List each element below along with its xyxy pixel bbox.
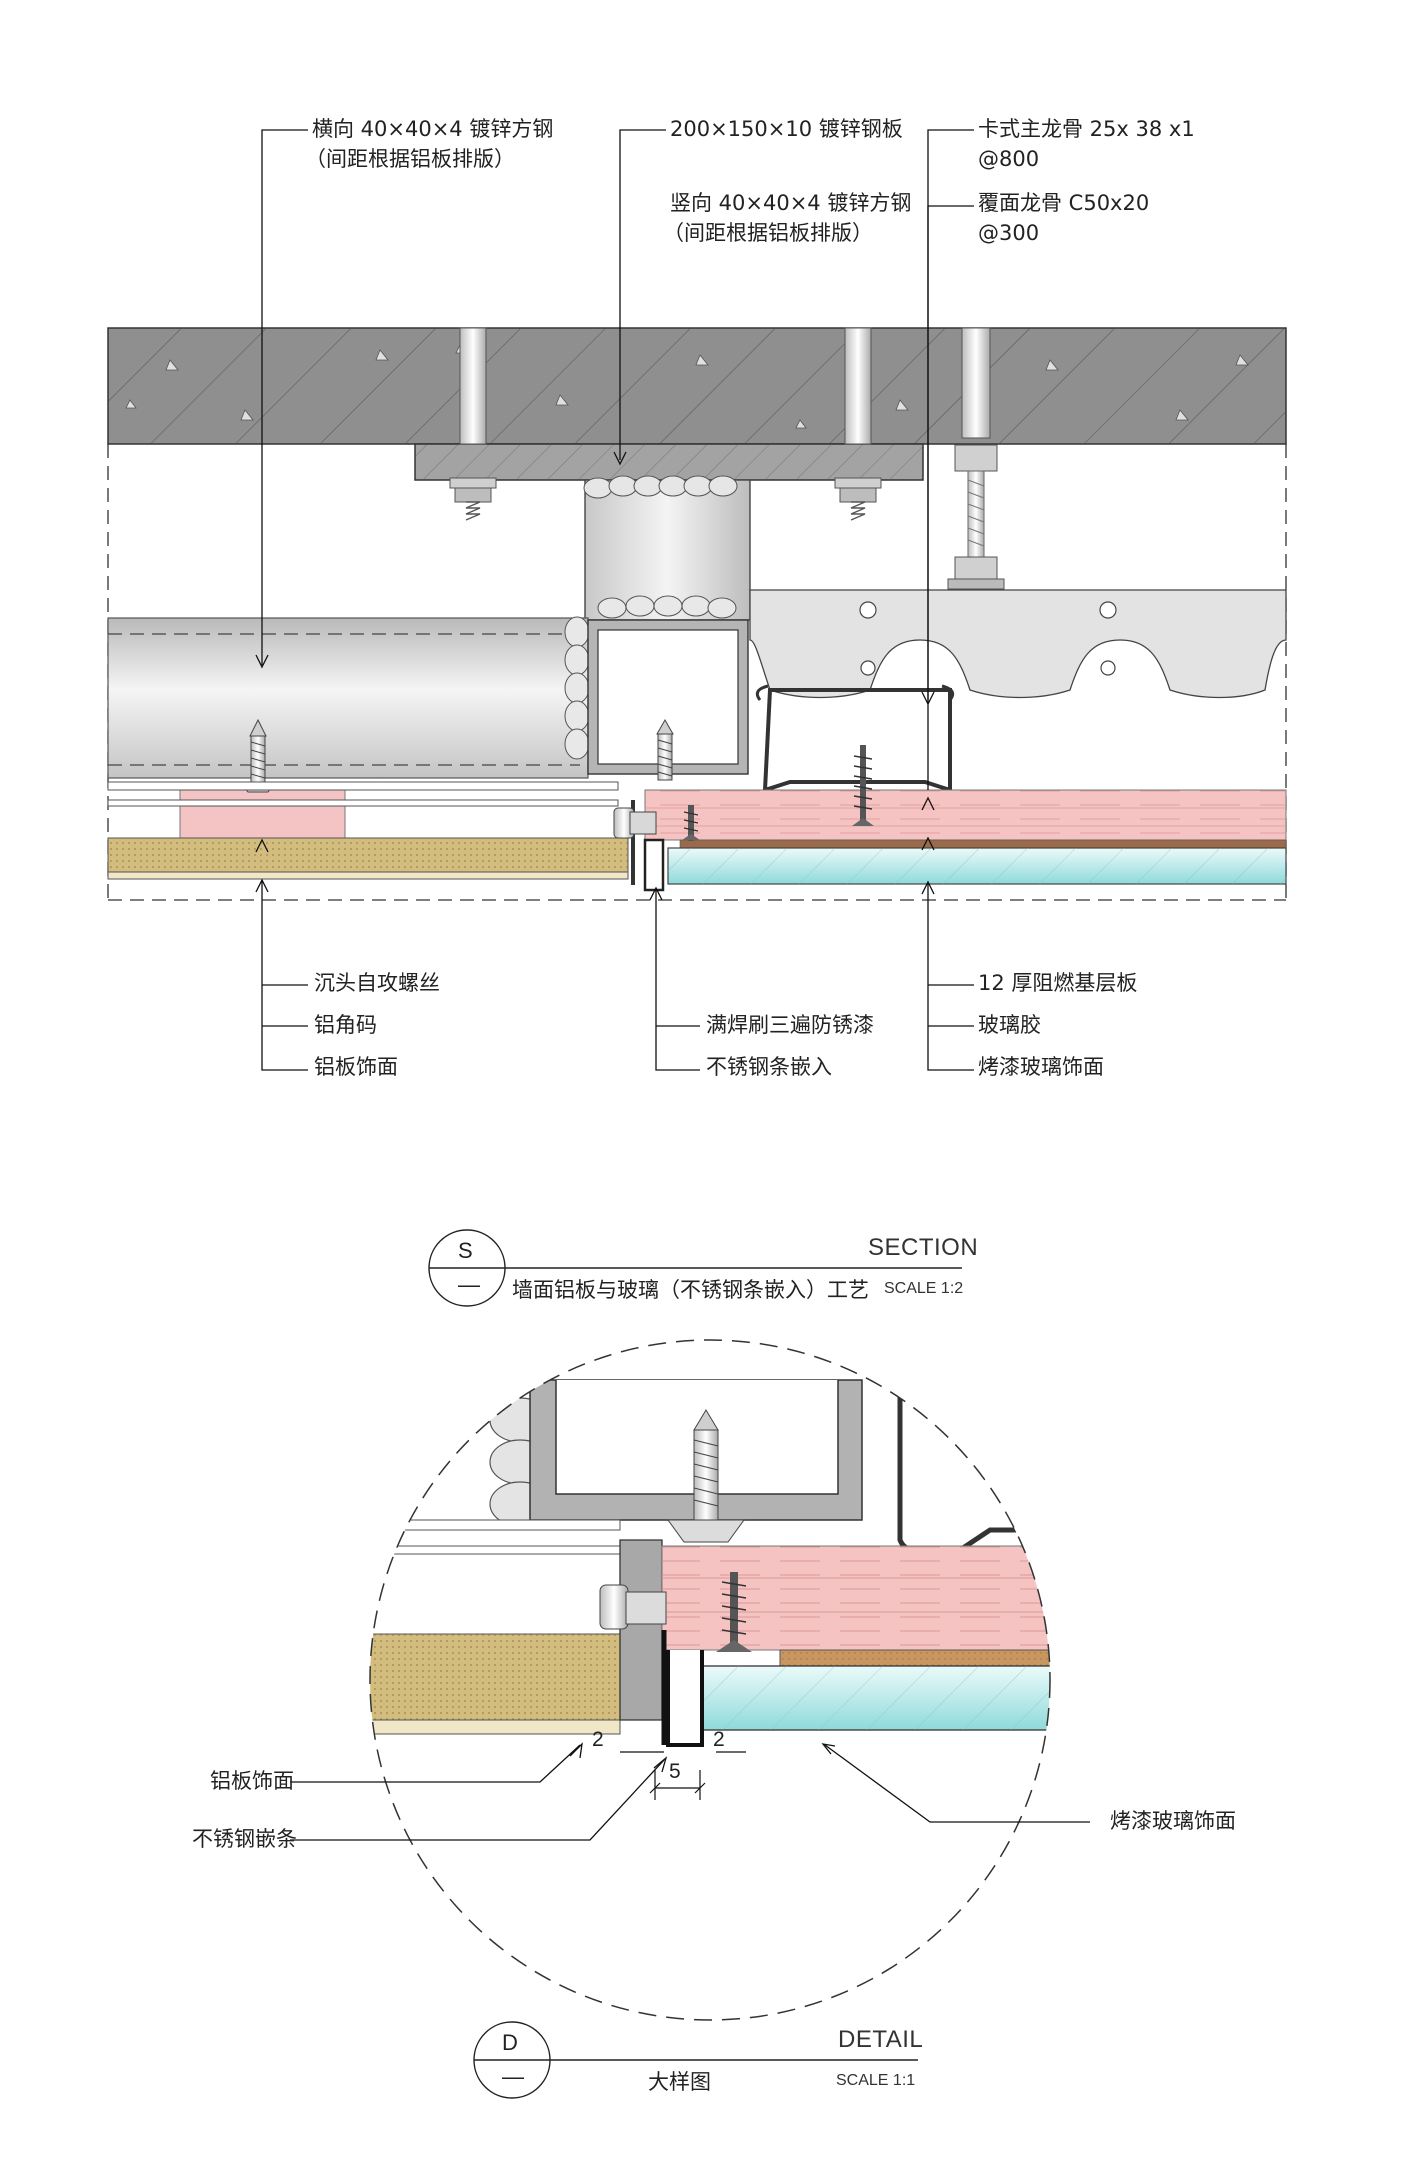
leader-lines-top [255,129,974,790]
label-weld-paint: 满焊刷三遍防锈漆 [706,1013,874,1037]
section-title-block [428,1229,962,1307]
detail-drawing [290,1339,1090,2021]
detail-label-lacquered-glass: 烤漆玻璃饰面 [1110,1809,1236,1833]
label-glass-glue: 玻璃胶 [978,1013,1041,1037]
detail-title-cn: 大样图 [648,2070,711,2094]
detail-title-en: DETAIL [838,2026,924,2053]
label-cover-runner: 覆面龙骨 C50x20 [978,191,1150,215]
detail-symbol-sub: — [502,2064,524,2089]
label-fire-board: 12 厚阻燃基层板 [978,971,1138,995]
label-stainless-embed: 不锈钢条嵌入 [706,1055,832,1079]
detail-label-aluminum-panel: 铝板饰面 [210,1769,294,1793]
bolt-head [613,807,657,839]
detail-label-stainless-strip: 不锈钢嵌条 [192,1827,297,1851]
main-runner [749,589,1287,699]
cover-runner [762,688,952,793]
glass-glue [679,839,1287,849]
dim-gap-left: 2 [592,1728,604,1751]
detail-symbol-letter: D [502,2030,518,2055]
section-scale: SCALE 1:2 [884,1280,964,1297]
expansion-anchor [834,327,882,521]
horizontal-steel-tube [107,617,589,779]
label-main-runner-spacing: @800 [978,147,1040,171]
label-main-runner: 卡式主龙骨 25x 38 x1 [978,117,1195,141]
label-steel-plate: 200×150×10 镀锌钢板 [670,117,903,141]
label-cover-runner-spacing: @300 [978,221,1040,245]
drill-screw [656,718,674,781]
section-symbol-sub: — [458,1272,480,1297]
label-aluminum-bracket: 铝角码 [314,1013,377,1037]
label-horizontal-steel: 横向 40×40×4 镀锌方钢 [312,117,554,141]
wood-screw [682,805,700,841]
detail-circle [369,1339,1051,2021]
dim-gap-right: 2 [713,1728,725,1751]
section-title-en: SECTION [868,1234,979,1261]
label-aluminum-panel: 铝板饰面 [314,1055,398,1079]
label-vertical-steel-note: （间距根据铝板排版） [663,221,873,245]
wood-screw [852,745,874,826]
detail-scale: SCALE 1:1 [836,2072,916,2089]
dimension-marks [620,1751,746,1800]
leader-lines-bottom [255,796,974,1071]
label-lacquered-glass: 烤漆玻璃饰面 [978,1055,1104,1079]
expansion-anchor [449,327,497,521]
stainless-strip-detail [666,1650,704,1747]
label-vertical-steel: 竖向 40×40×4 镀锌方钢 [670,191,912,215]
hanger-bolt [947,327,1005,590]
section-symbol-letter: S [458,1238,473,1263]
detail-title-block [473,2021,918,2099]
dim-strip-width: 5 [669,1760,681,1783]
detail-leaders [290,1742,1090,1841]
label-countersunk-screw: 沉头自攻螺丝 [314,971,440,995]
label-horizontal-steel-note: （间距根据铝板排版） [305,147,515,171]
section-title-cn: 墙面铝板与玻璃（不锈钢条嵌入）工艺 [512,1278,869,1302]
section-drawing [107,129,1287,1071]
stainless-strip [643,838,665,892]
